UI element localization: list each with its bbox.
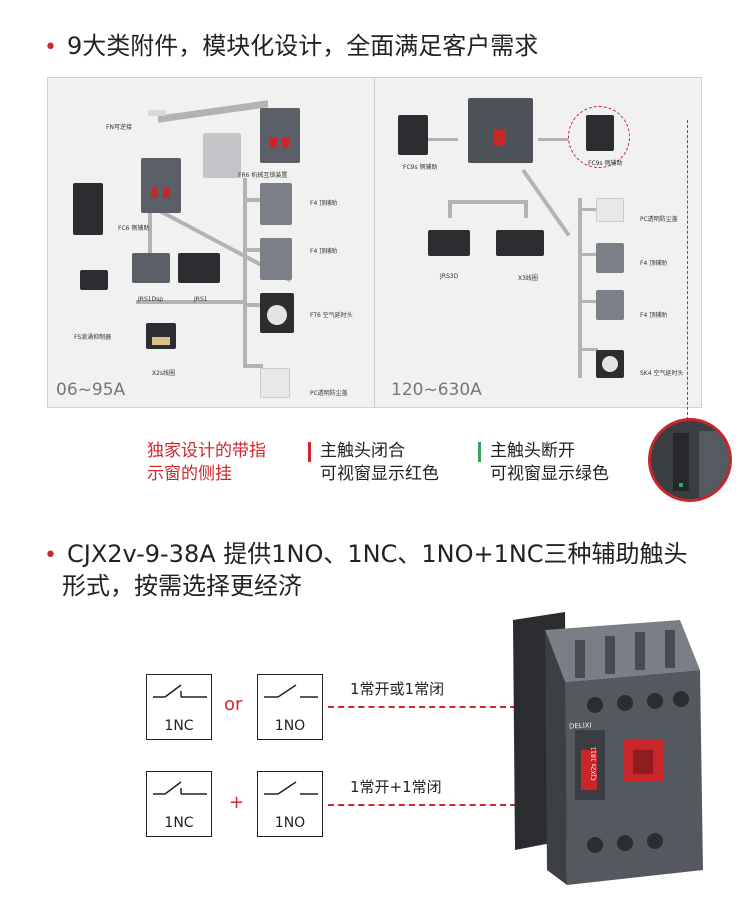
bullet-icon: • <box>44 35 57 60</box>
contactor-small <box>141 158 181 213</box>
feature-side-window: 独家设计的带指 示窗的侧挂 <box>147 441 266 484</box>
green-indicator-bar <box>478 442 481 462</box>
pc-cover-left <box>260 368 290 398</box>
label-jrs1: JRS1 <box>194 296 208 303</box>
label-fc9s-right: FC9s 侧辅助 <box>588 160 623 167</box>
label-sk4: SK4 空气延时头 <box>640 370 684 377</box>
feature-open-line1: 主触头断开 <box>490 441 575 461</box>
plus-operator: + <box>229 792 245 813</box>
callout-line <box>687 120 688 420</box>
ft6-timer <box>260 293 294 333</box>
label-pc-left: PC透明防尘盖 <box>310 390 348 397</box>
fc6-accessory <box>73 183 103 235</box>
fs-suppressor <box>80 270 108 290</box>
range-label-left: 06~95A <box>56 380 126 400</box>
label-x3: X3线圈 <box>518 275 538 282</box>
label-f4-1: F4 顶辅助 <box>310 200 338 207</box>
product-brand: DELIXI <box>568 721 592 731</box>
contactor-large <box>468 98 533 163</box>
nc-contact-icon-2 <box>153 781 207 795</box>
contact-desc-row1: 1常开或1常闭 <box>350 680 445 698</box>
label-pc-right: PC透明防尘盖 <box>640 216 678 223</box>
dashed-pointer-row2 <box>328 804 668 806</box>
jrs1dsp-relay <box>132 253 170 283</box>
label-f4-2: F4 顶辅助 <box>310 248 338 255</box>
label-f4-right-1: F4 顶辅助 <box>640 260 668 267</box>
or-operator: or <box>224 694 243 715</box>
symbol-1no-row1: 1NO <box>257 674 323 740</box>
symbol-1no-row2: 1NO <box>257 771 323 837</box>
label-x2s: X2s线圈 <box>152 370 176 377</box>
f4-accessory-2 <box>260 238 292 280</box>
f4-accessory-1 <box>260 183 292 225</box>
label-fs: FS浪涌抑制器 <box>74 334 112 341</box>
fn-accessory <box>148 110 166 116</box>
contactor-small-2 <box>260 108 300 163</box>
fc9s-left <box>398 115 428 155</box>
section2-title: •CJX2v-9-38A 提供1NO、1NC、1NO+1NC三种辅助触头 <box>44 540 688 568</box>
label-fc6: FC6 侧辅助 <box>118 225 150 232</box>
fr6-accessory <box>203 133 241 178</box>
product-model: CJX2s 1811 <box>590 746 598 781</box>
pc-cover-right <box>596 198 624 222</box>
label-fn: FN可逆接 <box>106 124 132 131</box>
fc9s-right-highlight <box>568 106 630 168</box>
bullet-icon-2: • <box>44 543 57 568</box>
contactor-product-image: DELIXI CJX2s 1811 <box>505 610 710 895</box>
sk4-timer <box>596 350 624 378</box>
symbol-1nc-row1: 1NC <box>146 674 212 740</box>
label-ft6: FT6 空气延时头 <box>310 312 353 319</box>
dashed-pointer-row1 <box>328 706 668 708</box>
symbol-1nc-label-row1: 1NC <box>164 718 194 734</box>
f4-right-1 <box>596 243 624 273</box>
x2s-coil <box>146 323 176 349</box>
label-jrs1dsp: JRS1Dsp <box>138 296 164 303</box>
red-indicator-bar <box>308 442 311 462</box>
panel-divider <box>374 78 375 407</box>
jrs1-relay <box>178 253 220 283</box>
indicator-window-zoom <box>648 418 732 502</box>
label-fr6: FR6 机械互锁装置 <box>238 172 288 179</box>
symbol-1no-label-row1: 1NO <box>274 718 306 734</box>
feature-open-line2: 可视窗显示绿色 <box>490 464 609 484</box>
no-contact-icon-2 <box>264 781 318 795</box>
symbol-1nc-row2: 1NC <box>146 771 212 837</box>
section1-title: •9大类附件，模块化设计，全面满足客户需求 <box>44 32 539 60</box>
no-contact-icon <box>264 684 318 698</box>
feature-closed-line2: 可视窗显示红色 <box>320 464 439 484</box>
label-jrs3d: JRS3D <box>440 273 459 280</box>
accessory-diagram-panel: FN可逆接 FR6 机械互锁装置 FC6 侧辅助 F4 顶辅助 F4 顶辅助 J… <box>47 77 702 408</box>
label-f4-right-2: F4 顶辅助 <box>640 312 668 319</box>
range-label-right: 120~630A <box>391 380 482 400</box>
fc9s-right <box>586 115 614 151</box>
label-fc9s-left: FC9s 侧辅助 <box>403 164 438 171</box>
symbol-1no-label-row2: 1NO <box>274 815 306 831</box>
jrs3d-relay <box>428 230 470 256</box>
section2-title-line2: 形式，按需选择更经济 <box>62 572 302 600</box>
x3-coil <box>496 230 544 256</box>
feature-closed-line1: 主触头闭合 <box>320 441 405 461</box>
contact-desc-row2: 1常开+1常闭 <box>350 778 442 796</box>
symbol-1nc-label-row2: 1NC <box>164 815 194 831</box>
f4-right-2 <box>596 290 624 320</box>
nc-contact-icon <box>153 684 207 698</box>
